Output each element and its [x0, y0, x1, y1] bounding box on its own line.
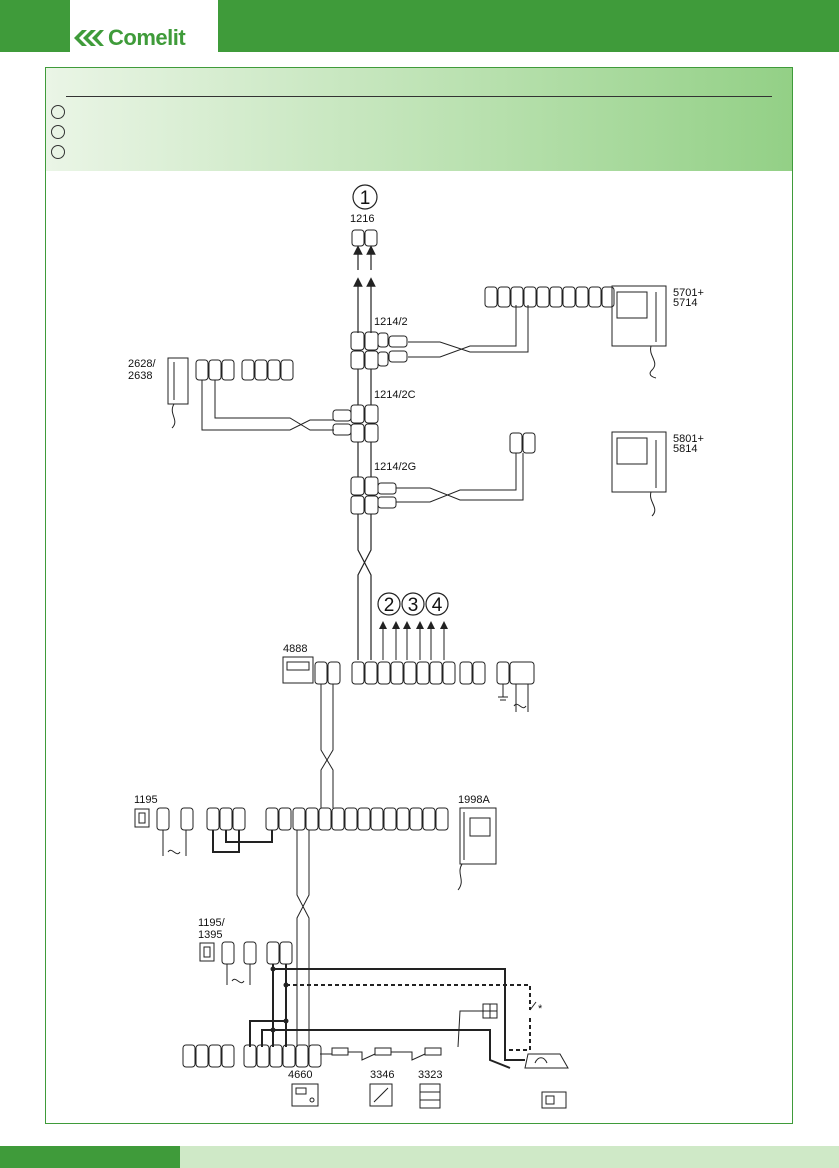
riser-segment-1 — [357, 369, 372, 477]
label-1395: 1395 — [198, 929, 222, 941]
switch-wire-dashed — [286, 984, 531, 1010]
footer-bar-dark — [0, 1146, 180, 1168]
mains-wires — [498, 684, 529, 712]
monitor-5701 — [611, 285, 667, 379]
wires-1395-mains — [226, 964, 251, 985]
terminal-5701 — [484, 286, 615, 308]
module-3323-icon — [419, 1083, 441, 1109]
label-3346: 3346 — [370, 1069, 394, 1081]
terminal-4888 — [314, 661, 535, 685]
comelit-logo-mark — [74, 30, 104, 46]
label-3323: 3323 — [418, 1069, 442, 1081]
wire-1214-2g-b — [396, 453, 517, 503]
wire-1214-2g-a — [396, 453, 524, 501]
terminal-1216 — [351, 229, 378, 247]
wire-1214-2-b — [408, 305, 517, 358]
riser-top-arrows — [353, 245, 376, 333]
terminal-1214-2g — [350, 476, 397, 515]
panel-4660-icon — [291, 1083, 319, 1107]
header-rule — [66, 96, 772, 97]
circled-number-4: 4 — [425, 592, 449, 616]
comelit-logo: Comelit — [74, 25, 186, 50]
circled-number-2-text: 2 — [384, 595, 395, 616]
label-1214-2g: 1214/2G — [374, 461, 416, 473]
wire-2628-a — [201, 380, 334, 431]
branch-arrows — [379, 621, 448, 660]
connector-chain — [320, 1047, 442, 1061]
terminal-1214-2 — [350, 331, 408, 370]
handset-1998a — [457, 807, 497, 891]
label-1214-2: 1214/2 — [374, 316, 408, 328]
junction-dots — [270, 966, 289, 1033]
handset-2628 — [167, 357, 189, 429]
label-1214-2c: 1214/2C — [374, 389, 416, 401]
label-2628: 2628/ — [128, 358, 156, 370]
terminal-5801 — [509, 432, 536, 454]
header-band — [46, 68, 792, 171]
circled-number-3-text: 3 — [408, 595, 419, 616]
terminal-1395 — [221, 941, 293, 965]
empty-circle-2 — [51, 125, 65, 139]
label-5814: 5814 — [673, 443, 697, 455]
drawing-frame — [45, 67, 793, 1124]
label-5701: 5701+ — [673, 287, 704, 299]
terminal-2628 — [195, 359, 294, 381]
wire-1195-4660-b — [296, 830, 310, 1047]
module-1195 — [134, 808, 150, 828]
circled-number-4-text: 4 — [432, 595, 443, 616]
label-4660: 4660 — [288, 1069, 312, 1081]
wire-4888-1195-a — [320, 684, 334, 808]
power-supply-4888 — [282, 656, 314, 684]
star-note: * — [538, 1003, 543, 1015]
brand-name: Comelit — [108, 25, 186, 50]
label-1195b: 1195/ — [198, 917, 226, 929]
wire-4888-1195-b — [320, 684, 334, 808]
lock-wiring — [249, 964, 525, 1069]
module-1395 — [199, 942, 215, 962]
terminal-1214-2c — [332, 404, 379, 443]
label-1216: 1216 — [350, 213, 374, 225]
label-5714: 5714 — [673, 297, 697, 309]
label-4888: 4888 — [283, 643, 307, 655]
empty-circle-1 — [51, 105, 65, 119]
lock-symbol — [524, 1053, 569, 1069]
label-2638: 2638 — [128, 370, 152, 382]
label-1998a: 1998A — [458, 794, 490, 806]
wire-1195-4660-a — [296, 830, 310, 1047]
terminal-1195 — [156, 807, 449, 831]
switch-wire-dashed-2 — [505, 1018, 531, 1051]
riser-down-b — [357, 514, 372, 660]
button-symbol — [457, 1003, 498, 1048]
module-3346-icon — [369, 1083, 393, 1107]
wires-1195-local — [162, 830, 273, 856]
circled-number-2: 2 — [377, 592, 401, 616]
monitor-5801 — [611, 431, 667, 517]
wire-2628-b — [214, 380, 334, 431]
circled-number-1-text: 1 — [360, 188, 371, 209]
wire-1214-2-a — [408, 305, 529, 353]
lock-device-icon — [541, 1091, 567, 1109]
switch-symbol — [529, 1001, 537, 1011]
footer-bar-light — [180, 1146, 839, 1168]
logo-tab — [70, 0, 218, 52]
terminal-4660 — [182, 1044, 322, 1068]
riser-down-a — [357, 514, 372, 660]
label-1195: 1195 — [134, 794, 158, 806]
circled-number-3: 3 — [401, 592, 425, 616]
circled-number-1: 1 — [352, 184, 378, 210]
empty-circle-3 — [51, 145, 65, 159]
label-5801: 5801+ — [673, 433, 704, 445]
